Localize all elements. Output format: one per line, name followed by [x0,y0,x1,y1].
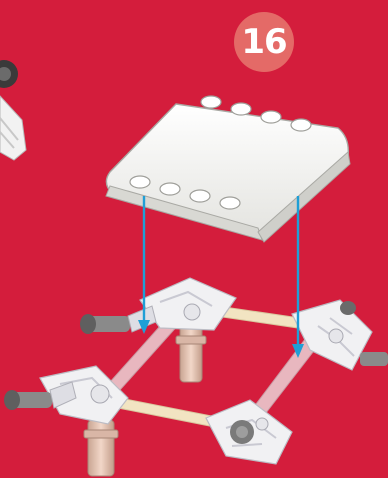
square-frame-assembly [4,278,388,476]
roof-panel-piece [106,96,350,242]
connector-front-right [206,400,292,464]
previous-step-piece [0,60,26,160]
connector-front-left [4,366,128,476]
